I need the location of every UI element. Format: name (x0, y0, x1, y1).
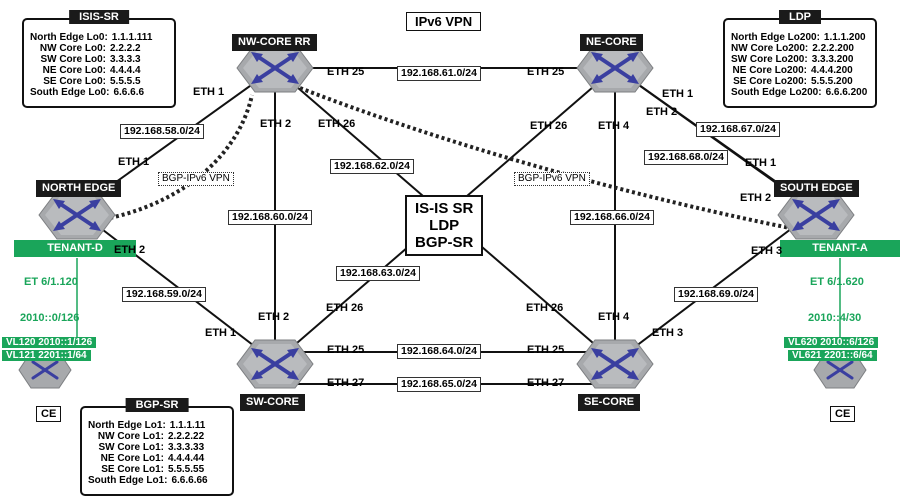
link-north-sw (76, 209, 276, 363)
link-ne-south-2 (614, 67, 801, 201)
link-south-se (614, 209, 817, 363)
router-sw-core (235, 338, 315, 390)
link-nw-north (76, 67, 276, 211)
router-ne-core (575, 42, 655, 94)
router-south-edge (776, 189, 856, 241)
ce-router-right (812, 350, 868, 390)
router-nw-core (235, 42, 315, 94)
bgp-session-south (299, 86, 791, 230)
router-se-core (575, 338, 655, 390)
router-north-edge (37, 189, 117, 241)
ce-router-left (17, 350, 73, 390)
bgp-session-north (109, 94, 254, 220)
